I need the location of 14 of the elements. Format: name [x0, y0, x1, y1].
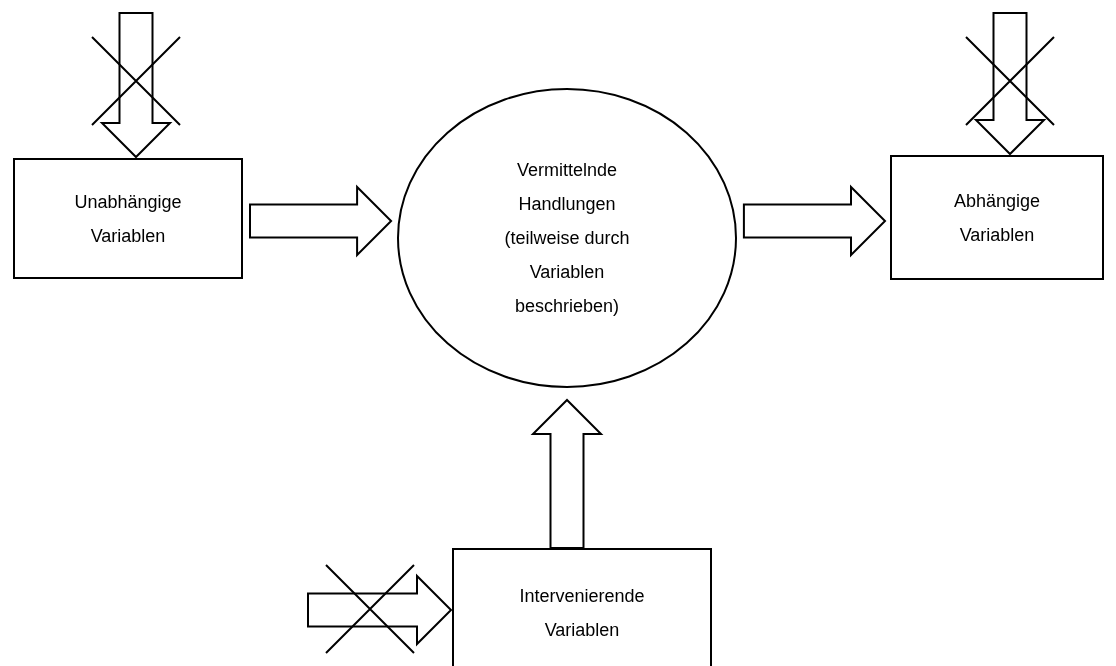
block-arrow — [973, 12, 1047, 156]
block-arrow — [99, 12, 173, 159]
process-circle — [397, 88, 737, 388]
node-label: Unabhängige Variablen — [73, 190, 183, 248]
block-arrow — [742, 184, 887, 258]
variable-box — [452, 548, 712, 666]
node-label: Abhängige Variablen — [952, 189, 1042, 247]
block-arrow — [530, 398, 604, 549]
variable-box — [890, 155, 1104, 280]
block-arrow — [307, 573, 453, 647]
block-arrow — [249, 184, 393, 258]
variable-box — [13, 158, 243, 279]
node-label: Vermittelnde Handlungen (teilweise durch Variablen beschrieben) — [503, 159, 631, 318]
node-label: Intervenierende Variablen — [518, 585, 646, 642]
